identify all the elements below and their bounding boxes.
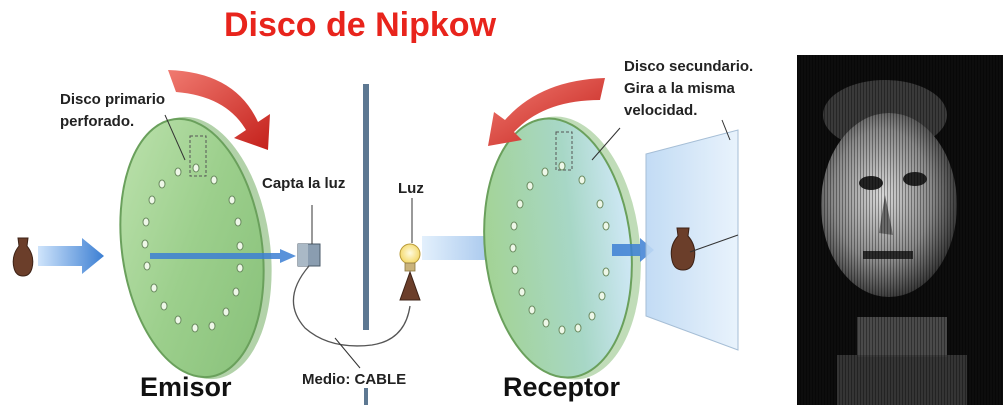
light-label: Luz [398, 180, 424, 197]
receiver-label: Receptor [503, 372, 621, 402]
projected-vase [670, 227, 696, 271]
emitter-label: Emisor [140, 372, 232, 402]
cable [292, 265, 411, 347]
page-title: Disco de Nipkow [223, 6, 497, 44]
secondary-disk-label: Disco secundario. Gira a la misma veloci… [624, 56, 784, 122]
receiver-rotation-arrow [488, 78, 605, 146]
primary-disk-label: Disco primario perforado. [60, 89, 200, 133]
secondary-disk [483, 116, 641, 380]
light-bulb [399, 243, 421, 301]
primary-disk-label-line1: Disco primario [60, 91, 166, 108]
screen-beam [612, 238, 654, 262]
light-sensor [297, 243, 321, 267]
captures-light-label: Capta la luz [262, 175, 346, 192]
emitter-rotation-arrow [168, 70, 270, 150]
historic-tv-image-graphic [797, 55, 1003, 405]
primary-disk [119, 114, 272, 380]
historic-tv-image [797, 55, 1003, 405]
incoming-light-arrow [38, 238, 104, 274]
medium-label: Medio: CABLE [302, 371, 407, 388]
source-vase [12, 237, 34, 277]
secondary-disk-label-line1: Disco secundario. [624, 58, 754, 75]
primary-disk-label-line2: perforado. [60, 113, 135, 130]
secondary-disk-label-line2: Gira a la misma [624, 80, 735, 97]
secondary-disk-label-line3: velocidad. [624, 102, 698, 119]
scan-beam [150, 249, 296, 263]
image-screen [645, 129, 739, 351]
